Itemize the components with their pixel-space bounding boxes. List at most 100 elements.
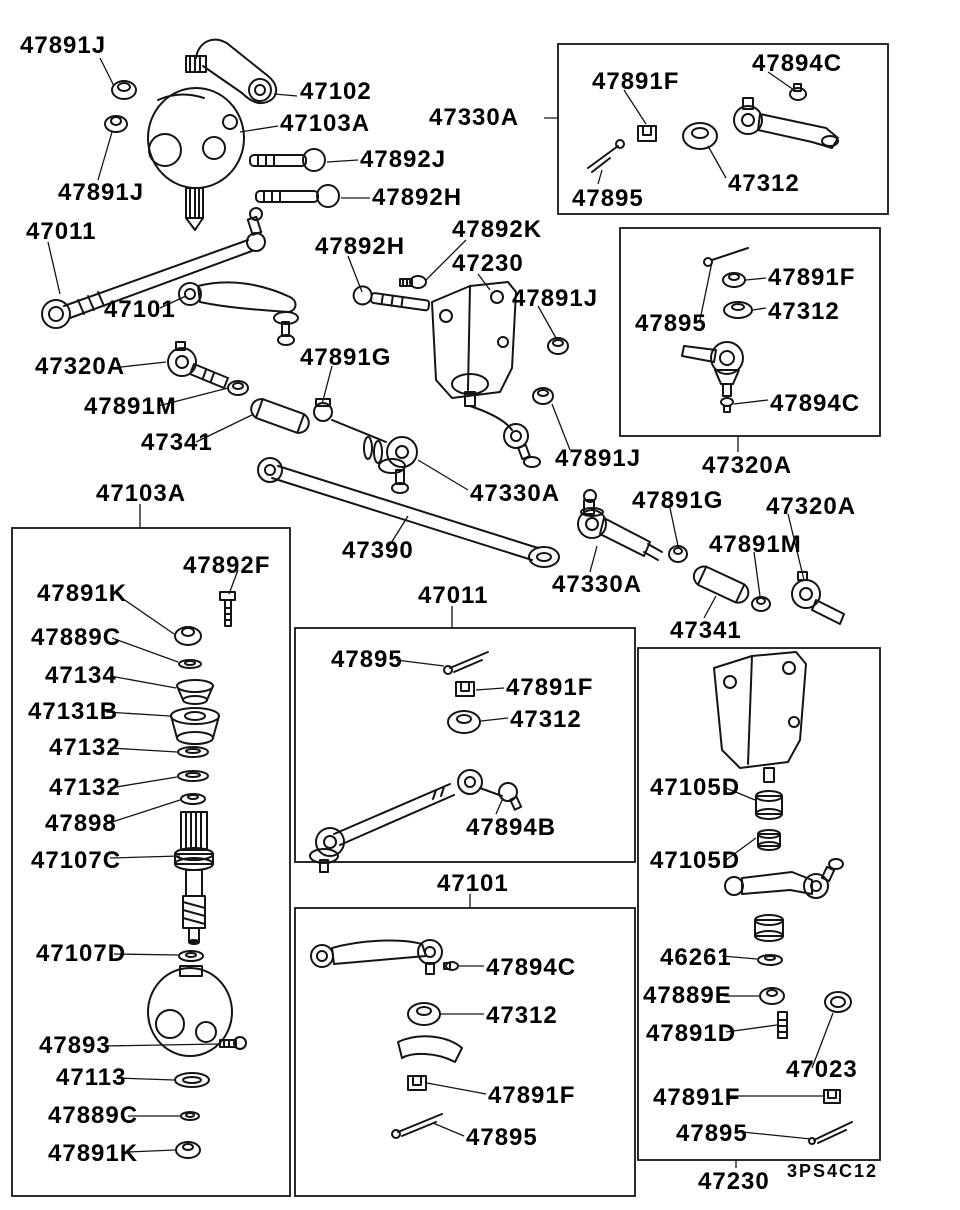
tie-rod-47330a-mid — [331, 419, 418, 494]
box4-drag-link-47011 — [309, 651, 523, 873]
part-label: 47312 — [510, 706, 582, 733]
nut-47891j-a — [547, 337, 569, 355]
drawing-code: 3PS4C12 — [787, 1161, 879, 1181]
part-label: 47894C — [486, 954, 577, 981]
part-label: 47894B — [466, 814, 557, 841]
part-label: 47891K — [48, 1140, 139, 1167]
bolt-47892j — [249, 148, 326, 172]
part-label: 47230 — [698, 1168, 770, 1195]
part-label: 47889E — [643, 982, 732, 1009]
box6-bracket-47230 — [713, 651, 853, 1145]
part-label: 47894C — [770, 390, 861, 417]
fitting-47892k — [399, 275, 427, 289]
part-label: 47132 — [49, 734, 121, 761]
part-label: 47892H — [315, 233, 406, 260]
drag-link-47011-main — [41, 207, 266, 329]
part-label: 47889C — [31, 624, 122, 651]
box2-tie-rod-end-47320a — [681, 247, 753, 413]
part-label: 47320A — [702, 452, 793, 479]
part-label: 47101 — [104, 296, 176, 323]
nut-47891m-right — [751, 596, 771, 612]
part-label: 47312 — [486, 1002, 558, 1029]
leader-lines — [47, 57, 834, 1168]
bracket-47230-main — [431, 281, 541, 468]
part-label: 47892J — [360, 146, 447, 173]
part-label: 47892F — [183, 552, 271, 579]
part-label: 47011 — [418, 582, 489, 609]
tie-rod-end-47320a-right — [791, 571, 845, 625]
part-label: 47891M — [709, 531, 802, 558]
tie-rod-end-47320a-left — [167, 341, 229, 389]
part-label: 47891G — [300, 344, 392, 371]
part-label: 47330A — [470, 480, 561, 507]
adjust-tube-47341-right — [692, 565, 750, 604]
part-label: 47107C — [31, 847, 122, 874]
part-label: 47011 — [26, 218, 97, 245]
part-label: 47330A — [429, 104, 520, 131]
part-label: 47891D — [646, 1020, 737, 1047]
part-label: 47895 — [331, 646, 403, 673]
part-label: 47895 — [635, 310, 707, 337]
center-link-47390 — [257, 457, 560, 568]
part-label: 46261 — [660, 944, 732, 971]
part-label: 47895 — [572, 185, 644, 212]
idler-arm-47101-main — [178, 281, 299, 346]
washer-47891g-right — [668, 545, 688, 563]
part-label: 47891J — [555, 445, 642, 472]
part-label: 47891F — [653, 1084, 741, 1111]
part-label: 47023 — [786, 1056, 858, 1083]
part-label: 47105D — [650, 774, 741, 801]
part-label: 47895 — [466, 1124, 538, 1151]
part-label: 47131B — [28, 698, 119, 725]
part-label: 47894C — [752, 50, 843, 77]
part-label: 47107D — [36, 940, 127, 967]
part-label: 47895 — [676, 1120, 748, 1147]
part-label: 47330A — [552, 571, 643, 598]
part-label: 47891G — [632, 487, 724, 514]
part-label: 47320A — [35, 353, 126, 380]
part-label: 47893 — [39, 1032, 111, 1059]
part-label: 47105D — [650, 847, 741, 874]
part-label: 47320A — [766, 493, 857, 520]
part-label: 47134 — [45, 662, 117, 689]
part-label: 47891J — [58, 179, 145, 206]
part-label: 47102 — [300, 78, 372, 105]
nut-47891j-b — [532, 387, 554, 405]
part-label: 47889C — [48, 1102, 139, 1129]
part-label: 47230 — [452, 250, 524, 277]
bolt-47892h-mid — [352, 285, 431, 312]
part-label: 47390 — [342, 537, 414, 564]
bolt-47892h-top — [255, 184, 340, 208]
tie-rod-47330a-right — [577, 489, 663, 561]
part-label: 47113 — [56, 1064, 127, 1091]
part-label: 47891J — [512, 285, 599, 312]
steering-gear-assembly — [147, 38, 278, 231]
box3-steering-shaft-47103a — [147, 591, 247, 1159]
part-label: 47103A — [96, 480, 187, 507]
part-label: 47892H — [372, 184, 463, 211]
part-label: 47892K — [452, 216, 543, 243]
part-label: 47891K — [37, 580, 128, 607]
nut-47891j-pair — [104, 80, 137, 133]
part-label: 47341 — [141, 429, 213, 456]
part-label: 47891F — [768, 264, 856, 291]
adjust-tube-47341-left — [250, 398, 310, 434]
part-label: 47891M — [84, 393, 177, 420]
part-label: 47312 — [768, 298, 840, 325]
part-label: 47341 — [670, 617, 742, 644]
group-boxes — [11, 43, 889, 1197]
part-label: 47132 — [49, 774, 121, 801]
box1-tie-rod-end-47330a — [587, 83, 839, 173]
part-label: 47898 — [45, 810, 117, 837]
part-label: 47312 — [728, 170, 800, 197]
nut-47891m-left — [227, 380, 249, 396]
clamp-47891g-left — [313, 398, 333, 422]
box5-pitman-arm-47101 — [310, 939, 463, 1139]
part-label: 47891F — [506, 674, 594, 701]
part-label: 47891F — [488, 1082, 576, 1109]
part-label: 47891F — [592, 68, 680, 95]
part-label: 47891J — [20, 32, 107, 59]
part-label: 47101 — [437, 870, 509, 897]
